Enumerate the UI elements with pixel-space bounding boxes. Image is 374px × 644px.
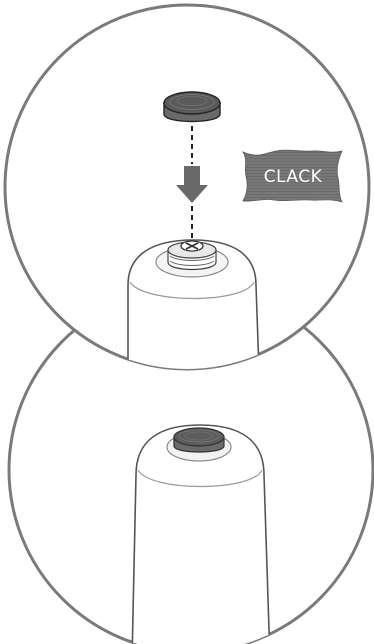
installed-cap <box>174 428 224 452</box>
bottle-with-cap-icon <box>132 425 270 644</box>
clack-sound-burst-icon: CLACK <box>243 150 342 202</box>
clack-sound-label: CLACK <box>264 167 323 187</box>
cap-above-bottle-icon <box>164 92 220 122</box>
